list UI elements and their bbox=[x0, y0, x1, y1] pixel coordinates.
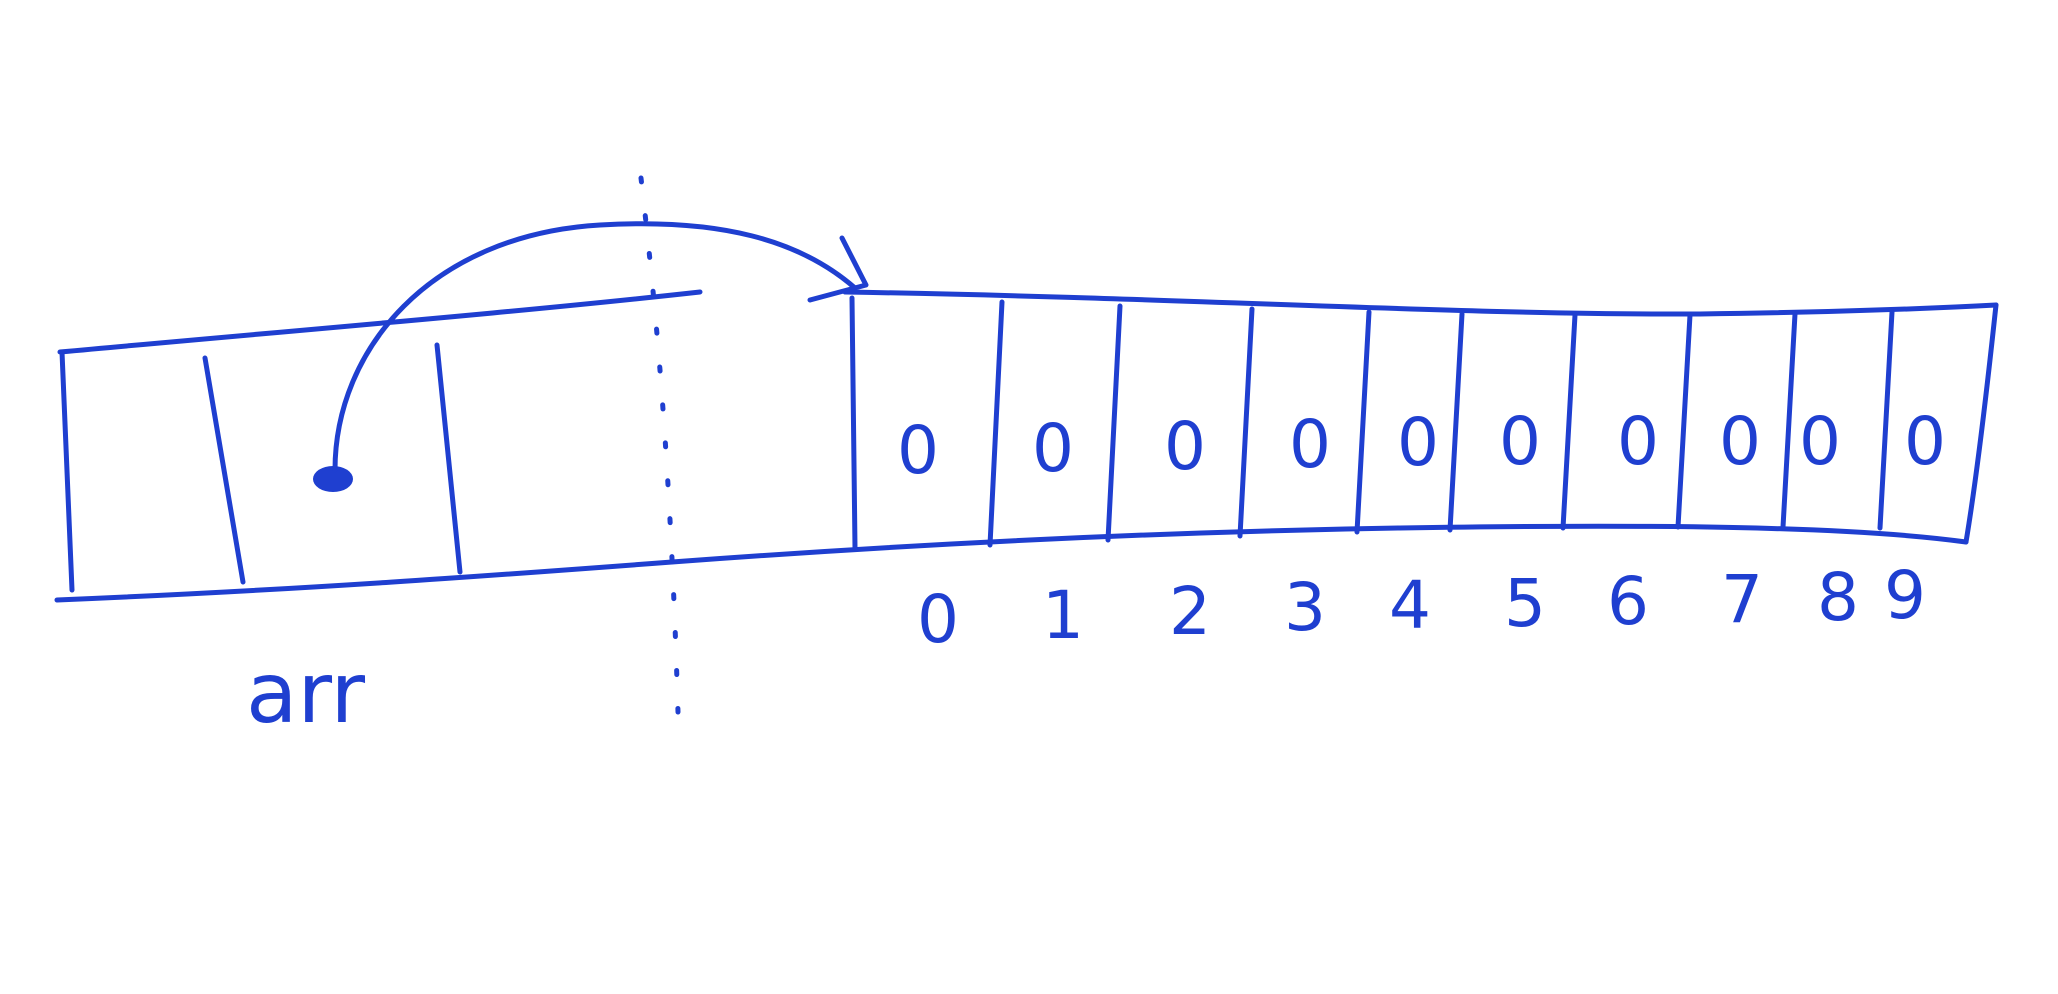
heap-cell-dividers bbox=[987, 299, 1895, 548]
stack-divider-2 bbox=[434, 342, 463, 575]
pointer-dot bbox=[313, 466, 353, 492]
heap-cell-divider bbox=[1105, 303, 1123, 543]
cell-value: 0 bbox=[1397, 404, 1439, 481]
stack-frame-bottom-edge bbox=[54, 559, 675, 603]
heap-array-right-edge bbox=[1963, 302, 1999, 545]
cell-index: 8 bbox=[1817, 559, 1859, 636]
pointer-arrowhead bbox=[807, 235, 869, 303]
cell-index: 7 bbox=[1721, 561, 1763, 638]
heap-cell-divider bbox=[1780, 311, 1798, 530]
stack-divider-1 bbox=[202, 355, 246, 585]
heap-cell-divider bbox=[1560, 312, 1578, 531]
heap-array bbox=[669, 289, 1999, 565]
cell-index: 4 bbox=[1389, 567, 1431, 644]
heap-cell-divider bbox=[1237, 306, 1255, 539]
cell-value: 0 bbox=[1617, 403, 1659, 480]
cell-value: 0 bbox=[1499, 403, 1541, 480]
cell-index: 2 bbox=[1169, 573, 1211, 650]
heap-cell-divider bbox=[1675, 312, 1693, 530]
cell-value: 0 bbox=[897, 412, 939, 489]
cell-index: 9 bbox=[1884, 557, 1926, 634]
stack-frame-left-edge bbox=[59, 349, 75, 593]
cell-index: 3 bbox=[1284, 569, 1326, 646]
cell-value: 0 bbox=[1289, 406, 1331, 483]
arr-label: arr bbox=[246, 644, 366, 742]
cell-index: 0 bbox=[917, 581, 959, 658]
stack-frame bbox=[54, 289, 703, 603]
heap-cell-divider bbox=[1877, 309, 1895, 531]
stack-heap-separator bbox=[638, 175, 681, 715]
heap-array-bottom-edge bbox=[669, 523, 1969, 565]
cell-index: 1 bbox=[1042, 577, 1084, 654]
cell-index: 5 bbox=[1504, 565, 1546, 642]
cell-value: 0 bbox=[1719, 403, 1761, 480]
pointer-arrow bbox=[332, 221, 858, 473]
cell-value: 0 bbox=[1904, 403, 1946, 480]
heap-cell-divider bbox=[1447, 311, 1465, 533]
stack-frame-top-edge bbox=[57, 289, 703, 355]
cell-value: 0 bbox=[1164, 408, 1206, 485]
heap-array-top-edge bbox=[842, 289, 1999, 317]
cell-value: 0 bbox=[1032, 410, 1074, 487]
heap-cell-divider bbox=[1354, 309, 1372, 535]
heap-cell-divider bbox=[987, 299, 1005, 548]
heap-array-left-edge bbox=[849, 295, 858, 551]
cell-index: 6 bbox=[1607, 563, 1649, 640]
cell-value: 0 bbox=[1799, 403, 1841, 480]
